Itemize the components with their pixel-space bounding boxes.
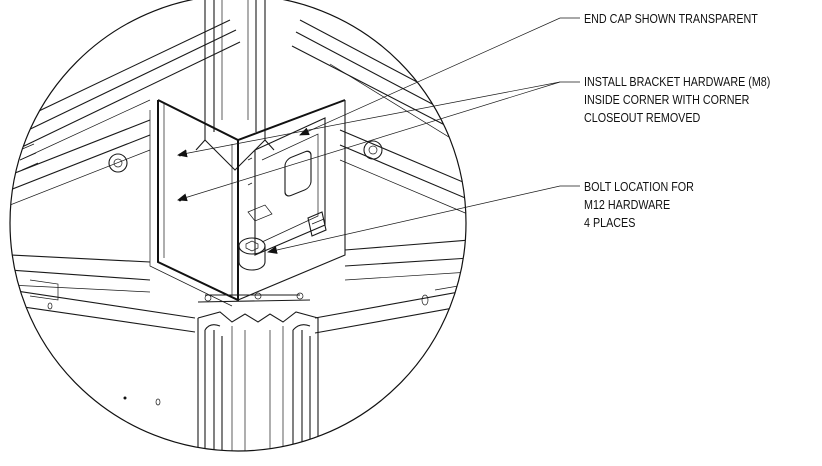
detail-circle <box>9 0 467 452</box>
callout-bolt-line-3: 4 PLACES <box>584 216 636 230</box>
callout-end-cap-line-1: END CAP SHOWN TRANSPARENT <box>584 12 758 26</box>
callout-bracket-hardware: INSTALL BRACKET HARDWARE (M8) INSIDE COR… <box>584 73 770 127</box>
callout-bracket-line-1: INSTALL BRACKET HARDWARE (M8) <box>584 75 771 89</box>
callout-bolt-line-2: M12 HARDWARE <box>584 198 671 212</box>
callout-bolt-line-1: BOLT LOCATION FOR <box>584 180 694 194</box>
callout-bolt-location: BOLT LOCATION FOR M12 HARDWARE 4 PLACES <box>584 178 694 232</box>
callout-bracket-line-3: CLOSEOUT REMOVED <box>584 111 701 125</box>
assembly-linework <box>10 0 466 451</box>
callout-bracket-line-2: INSIDE CORNER WITH CORNER <box>584 93 750 107</box>
callout-end-cap: END CAP SHOWN TRANSPARENT <box>584 10 758 28</box>
leader-lines <box>177 17 580 254</box>
